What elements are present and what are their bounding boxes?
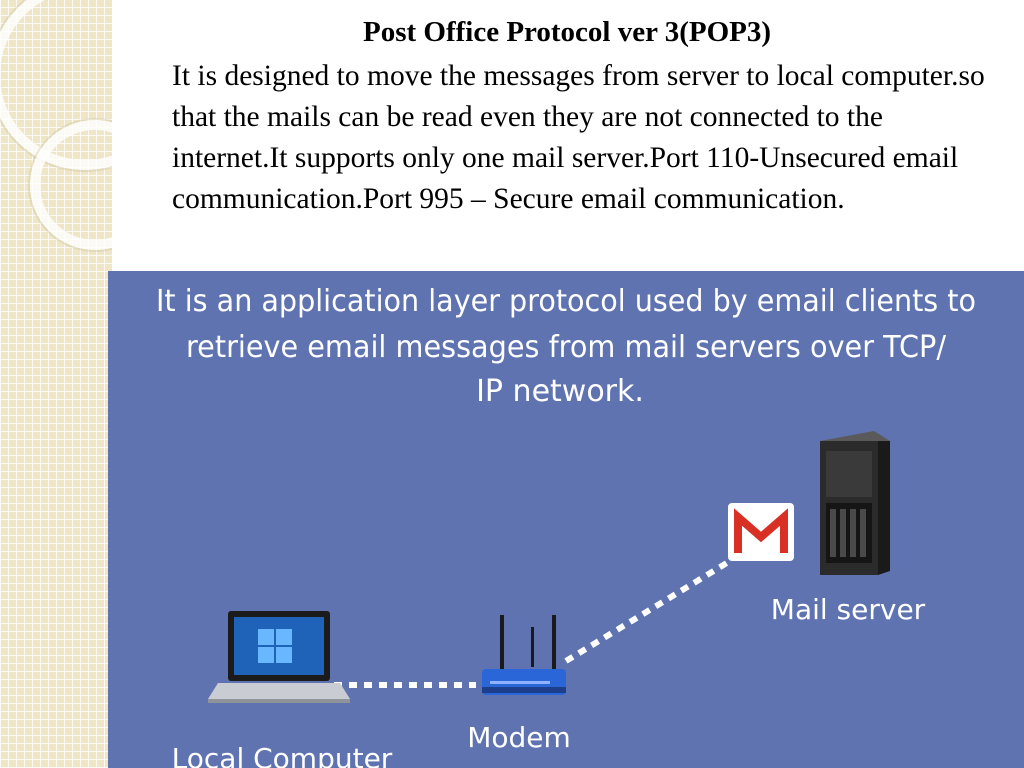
diagram-caption-line-1: It is an application layer protocol used…: [156, 284, 976, 319]
label-modem: Modem: [467, 721, 571, 754]
slide-title: Post Office Protocol ver 3(POP3): [363, 16, 771, 48]
label-mail-server: Mail server: [771, 593, 926, 626]
link-modem-server: [564, 558, 732, 664]
pop3-diagram: It is an application layer protocol used…: [108, 271, 1024, 768]
diagram-canvas: It is an application layer protocol used…: [156, 284, 976, 768]
server-tower-icon: [820, 431, 890, 575]
diagram-caption-line-2: retrieve email messages from mail server…: [186, 330, 947, 365]
decorative-side-strip: [0, 0, 112, 768]
router-icon: [482, 615, 566, 695]
decorative-ring: [30, 120, 112, 250]
slide-body-text: It is designed to move the messages from…: [172, 60, 985, 215]
diagram-caption-line-3: IP network.: [476, 374, 644, 409]
label-local-computer: Local Computer: [172, 742, 393, 768]
laptop-icon: [208, 611, 350, 703]
gmail-icon: [728, 503, 794, 561]
